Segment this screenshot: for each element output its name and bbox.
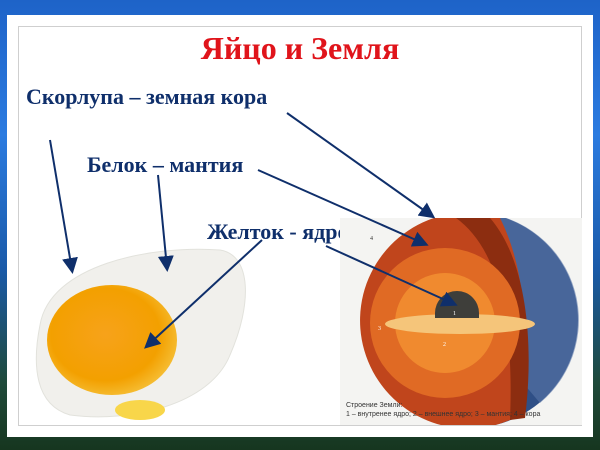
arrow-white-earth <box>257 169 429 247</box>
earth-number-4: 4 <box>370 236 373 242</box>
earth-caption-title: Строение Земли: <box>346 402 403 409</box>
egg-image <box>35 248 246 420</box>
arrow-yolk-egg <box>144 239 263 349</box>
earth-number-2: 2 <box>443 342 446 348</box>
arrow-shell-egg <box>49 139 78 274</box>
arrow-shell-earth <box>286 112 436 219</box>
slide-title: Яйцо и Земля <box>200 30 400 66</box>
earth-caption-text: 1 – внутренее ядро; 2 – внешнее ядро; 3 … <box>346 411 541 418</box>
label-white: Белок – мантия <box>87 152 244 177</box>
earth-number-1: 1 <box>453 311 456 317</box>
arrow-white-egg <box>157 174 174 272</box>
earth-structure-image: 1 2 3 4 <box>340 218 582 425</box>
label-yolk: Желток - ядро <box>207 219 349 244</box>
label-shell: Скорлупа – земная кора <box>26 84 268 109</box>
arrow-yolk-earth <box>325 245 458 307</box>
earth-number-3: 3 <box>378 326 381 332</box>
